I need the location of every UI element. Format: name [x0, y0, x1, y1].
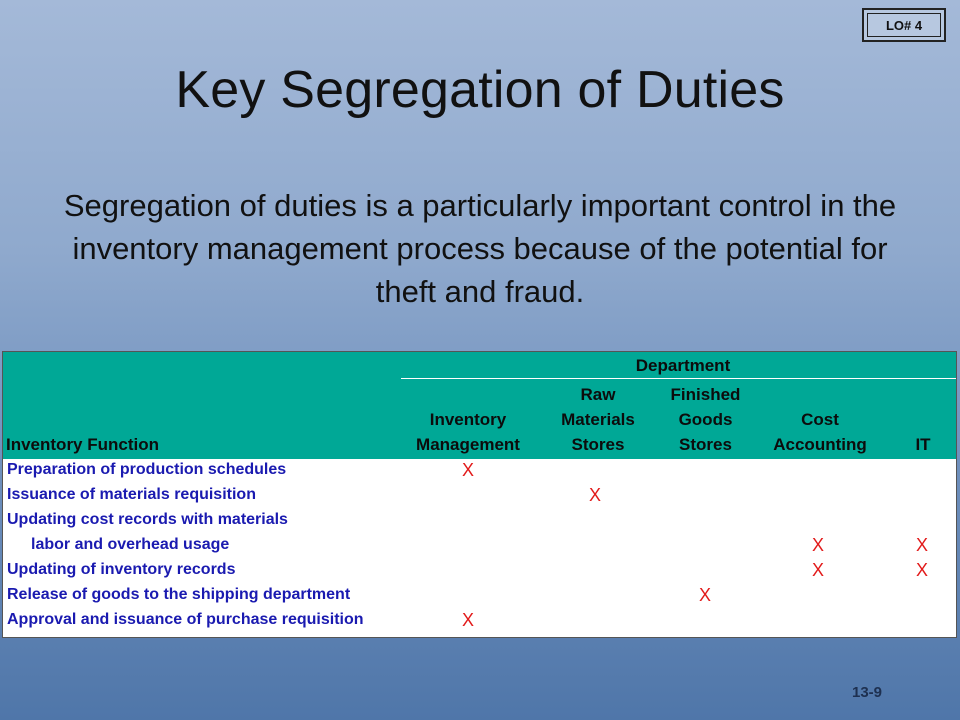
column-header-raw-materials-stores: Raw Materials Stores [561, 385, 635, 454]
lo-badge-label: LO# 4 [867, 13, 941, 37]
column-header-inventory-management: Inventory Management [416, 410, 520, 454]
row-4-mark-cost-accounting: X [811, 535, 824, 555]
row-4-mark-it: X [915, 535, 928, 555]
row-label-preparation-of-production-schedules: Preparation of production schedules [7, 461, 287, 478]
lo-badge: LO# 4 [862, 8, 946, 42]
intro-text: Segregation of duties is a particularly … [63, 188, 897, 309]
column-header-cost-accounting: Cost Accounting [773, 410, 867, 454]
row-7-mark-inventory-management: X [461, 610, 474, 630]
column-header-it: IT [915, 435, 931, 454]
segregation-table: Department Inventory Function Inventory … [2, 351, 957, 638]
department-divider [401, 378, 956, 379]
row-1-mark-inventory-management: X [461, 460, 474, 480]
page-number: 13-9 [852, 684, 883, 701]
function-header: Inventory Function [6, 435, 159, 454]
row-label-approval-and-issuance-of-purchase-requisition: Approval and issuance of purchase requis… [7, 611, 364, 628]
row-label-labor-and-overhead-usage: labor and overhead usage [31, 536, 230, 553]
row-label-issuance-of-materials-requisition: Issuance of materials requisition [7, 486, 256, 503]
department-header: Department [635, 356, 731, 375]
row-label-updating-cost-records-with-materials: Updating cost records with materials [7, 511, 288, 528]
row-label-release-of-goods-to-shipping: Release of goods to the shipping departm… [7, 586, 351, 603]
row-5-mark-it: X [915, 560, 928, 580]
row-label-updating-of-inventory-records: Updating of inventory records [7, 561, 236, 578]
table-header: Department Inventory Function Inventory … [3, 352, 956, 459]
row-6-mark-finished-goods-stores: X [698, 585, 711, 605]
column-header-finished-goods-stores: Finished Goods Stores [670, 385, 741, 454]
row-5-mark-cost-accounting: X [811, 560, 824, 580]
row-2-mark-raw-materials-stores: X [588, 485, 601, 505]
slide-title: Key Segregation of Duties [175, 61, 785, 119]
